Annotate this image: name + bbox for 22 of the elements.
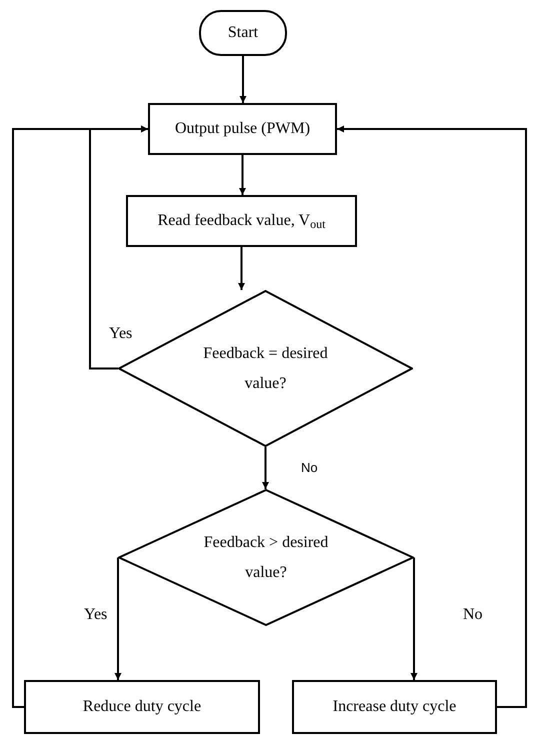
node-label: Read feedback value, V$_{out}$	[158, 211, 326, 233]
arrow	[410, 558, 418, 680]
arrow	[262, 447, 269, 489]
arrow	[12, 126, 148, 708]
start-terminal	[199, 10, 287, 56]
node-label: Feedback > desired value?	[202, 532, 330, 582]
arrow	[114, 558, 122, 680]
arrow	[238, 247, 245, 290]
process-box	[292, 680, 497, 734]
node-label: Output pulse (PWM)	[174, 119, 310, 139]
arrow	[240, 56, 246, 103]
node-label: Increase duty cycle	[332, 697, 456, 717]
node-label: Reduce duty cycle	[82, 697, 202, 717]
arrow	[239, 155, 246, 195]
process-box	[126, 195, 357, 247]
node-label: Start	[228, 23, 258, 43]
arrow	[337, 126, 527, 708]
node-label: Feedback = desired value?	[202, 344, 329, 394]
process-box	[148, 103, 337, 155]
decision-diamond	[118, 489, 414, 626]
process-box	[24, 680, 260, 734]
edge-label: No	[300, 461, 319, 474]
